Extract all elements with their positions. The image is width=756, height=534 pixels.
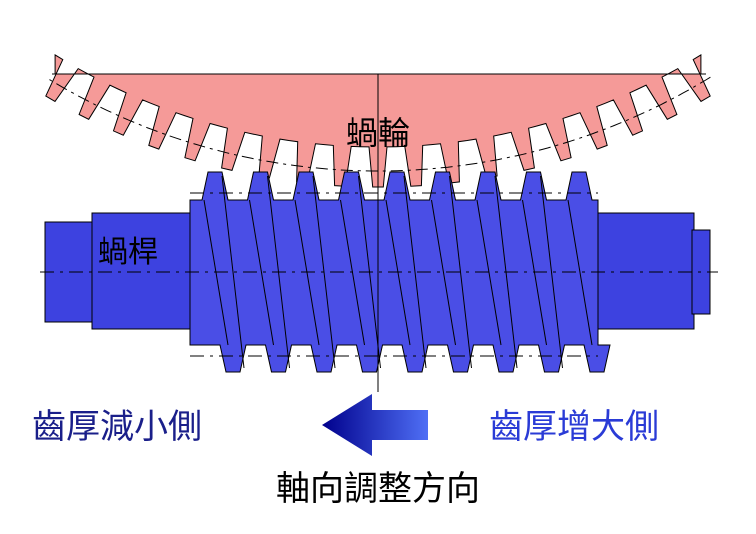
worm-shaft-left-step	[91, 212, 191, 330]
thin-side-label: 齒厚減小側	[32, 407, 202, 447]
left-arrow-icon	[322, 394, 428, 456]
worm-wheel-label: 蝸輪	[346, 114, 410, 152]
worm-thread-line	[449, 175, 472, 369]
worm-thread-line	[249, 199, 274, 346]
worm-thread-line	[403, 175, 427, 369]
thick-side-label: 齒厚增大側	[489, 407, 659, 447]
worm-thread-line	[567, 199, 593, 346]
worm-shaft-right	[595, 212, 695, 330]
wheel-pitch-line	[45, 76, 711, 172]
worm-thread-line	[221, 175, 245, 369]
worm-label: 蝸桿	[98, 235, 158, 270]
axial-direction-label: 軸向調整方向	[276, 469, 480, 509]
worm-thread-line	[540, 175, 563, 369]
worm-thread-line	[431, 199, 456, 346]
worm	[44, 171, 711, 373]
